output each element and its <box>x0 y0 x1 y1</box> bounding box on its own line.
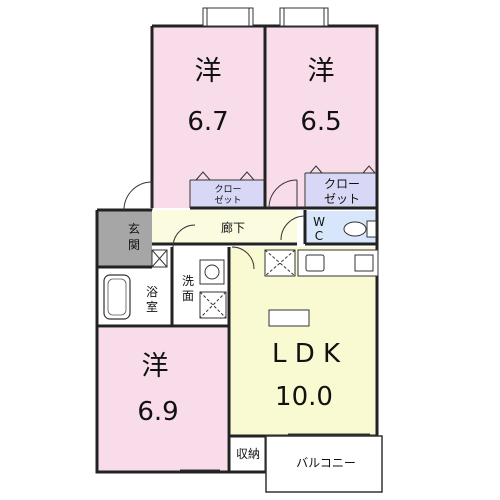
storage-label: 収納 <box>236 447 260 461</box>
corridor-area <box>152 210 297 244</box>
room2-kind: 洋 <box>308 56 335 87</box>
bath-label-a: 浴 <box>146 285 158 299</box>
ldk-area <box>230 280 378 436</box>
ldk-kind: L D K <box>272 339 341 369</box>
genkan-label-a: 玄 <box>128 221 140 236</box>
bath-label-b: 室 <box>146 299 158 314</box>
toilet-tank <box>366 220 377 238</box>
room2-size: 6.5 <box>300 107 341 137</box>
storage-area <box>230 436 266 472</box>
room3-kind: 洋 <box>142 351 169 382</box>
washer-cross <box>199 291 227 319</box>
washroom-label-a: 洗 <box>182 274 194 288</box>
toilet-icon <box>343 221 367 237</box>
room3-size: 6.9 <box>137 397 178 427</box>
balcony-label: バルコニー <box>296 456 356 470</box>
room1-size: 6.7 <box>187 107 228 137</box>
genkan-label-b: 関 <box>128 238 140 252</box>
sink-icon <box>305 254 325 272</box>
wc-label-b: C <box>315 229 323 243</box>
closet2-label-b: ゼット <box>324 192 360 206</box>
fridge-cross <box>264 249 296 277</box>
closet-1-area <box>191 180 265 208</box>
door-room2-swing <box>268 179 298 209</box>
stove-icon <box>354 254 374 272</box>
closet-2-hinge <box>309 165 376 174</box>
corridor-label: 廊下 <box>221 220 245 235</box>
washbasin-icon <box>199 259 225 285</box>
window-1 <box>202 7 254 27</box>
ldk-size: 10.0 <box>275 382 333 412</box>
door-wash-swing <box>172 224 196 248</box>
closet1-label-b: ゼット <box>214 194 241 206</box>
door-room1-swing <box>123 181 153 211</box>
closet-1-hinge <box>195 171 255 181</box>
kitchen-counter <box>297 249 379 277</box>
shoe-box-cross <box>151 249 168 268</box>
door-wc-swing <box>280 215 306 241</box>
bathtub-inner <box>107 278 127 316</box>
washbasin-bowl <box>204 264 220 280</box>
closet1-label-a: クロー <box>214 184 241 195</box>
closet-2-area <box>306 173 377 208</box>
room1-kind: 洋 <box>195 56 222 87</box>
balcony <box>265 435 383 493</box>
door-ldk-swing <box>231 246 255 270</box>
genkan-area <box>97 210 152 267</box>
bathtub-icon <box>103 274 131 320</box>
closet2-label-a: クロー <box>324 177 360 191</box>
wc-label-a: W <box>313 215 325 229</box>
outer-wall <box>95 24 379 474</box>
washroom-label-b: 面 <box>182 289 194 303</box>
kitchen-island <box>268 309 310 327</box>
window-2 <box>279 7 329 27</box>
western-room-3-area <box>97 328 227 472</box>
